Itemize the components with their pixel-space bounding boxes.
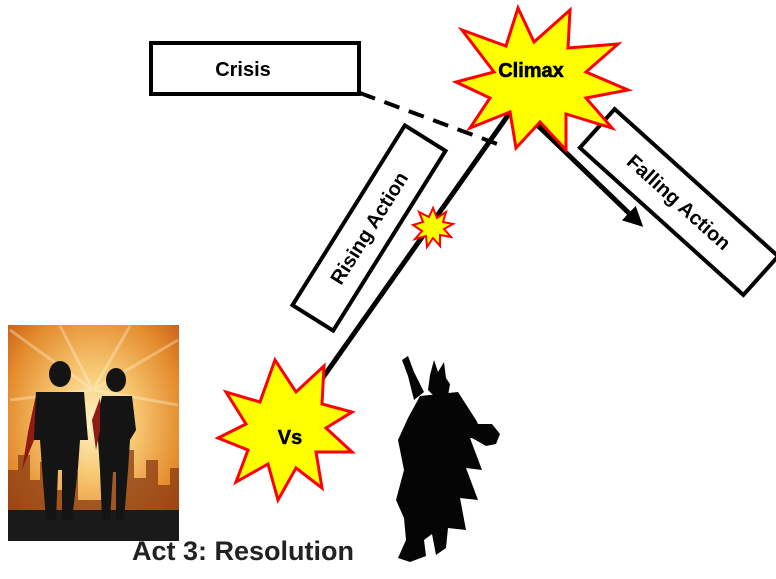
villain-silhouette-image (396, 356, 500, 562)
rising-action-arrow (297, 95, 522, 412)
female-hero-silhouette (92, 368, 136, 520)
falling-action-box: Falling Action (577, 106, 776, 298)
climax-starburst: Climax (451, 3, 634, 154)
versus-starburst: Vs (214, 356, 356, 504)
crisis-box: Crisis (149, 41, 361, 96)
heroes-image (8, 325, 179, 541)
falling-action-arrow (528, 116, 644, 227)
versus-label: Vs (278, 427, 302, 449)
male-hero-silhouette (22, 361, 88, 520)
climax-label: Climax (498, 60, 564, 82)
small-starburst-icon (410, 205, 456, 250)
act-caption: Act 3: Resolution (132, 536, 355, 566)
crisis-label: Crisis (215, 59, 271, 81)
